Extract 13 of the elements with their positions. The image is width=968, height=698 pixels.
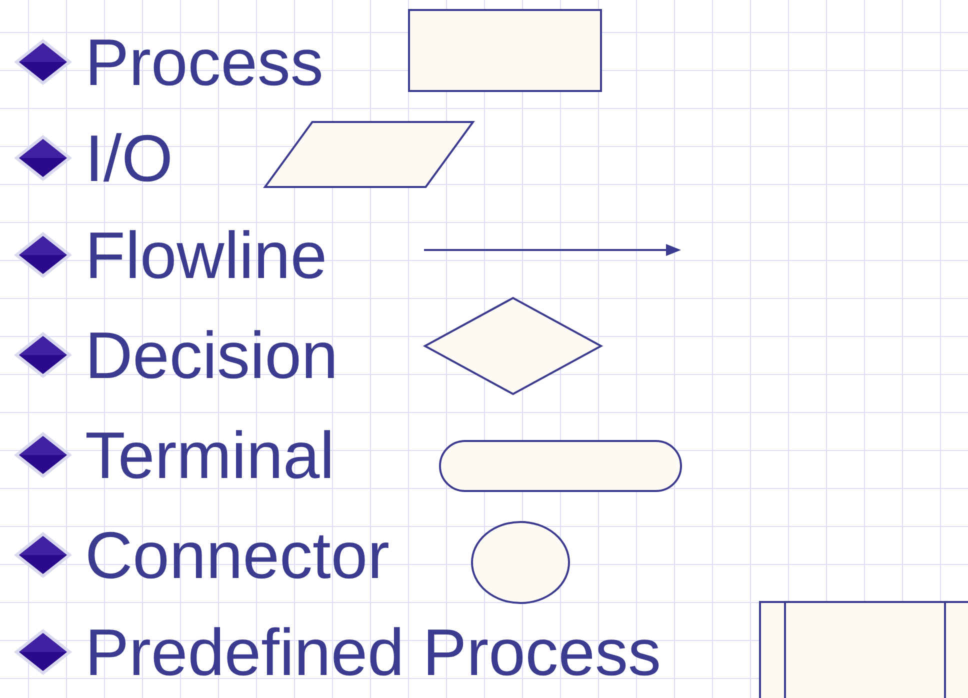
predefined-process-symbol	[759, 601, 968, 698]
legend-label: I/O	[85, 120, 174, 196]
legend-label: Terminal	[85, 417, 334, 493]
io-symbol	[264, 121, 474, 188]
legend-label: Process	[85, 24, 324, 100]
decision-diamond	[424, 297, 602, 395]
process-symbol	[408, 9, 602, 92]
terminal-symbol	[439, 440, 682, 492]
legend-label: Predefined Process	[85, 614, 661, 690]
legend-label: Connector	[85, 517, 390, 593]
legend-label: Decision	[85, 317, 338, 393]
legend-label: Flowline	[85, 217, 328, 293]
connector-circle	[471, 521, 570, 604]
